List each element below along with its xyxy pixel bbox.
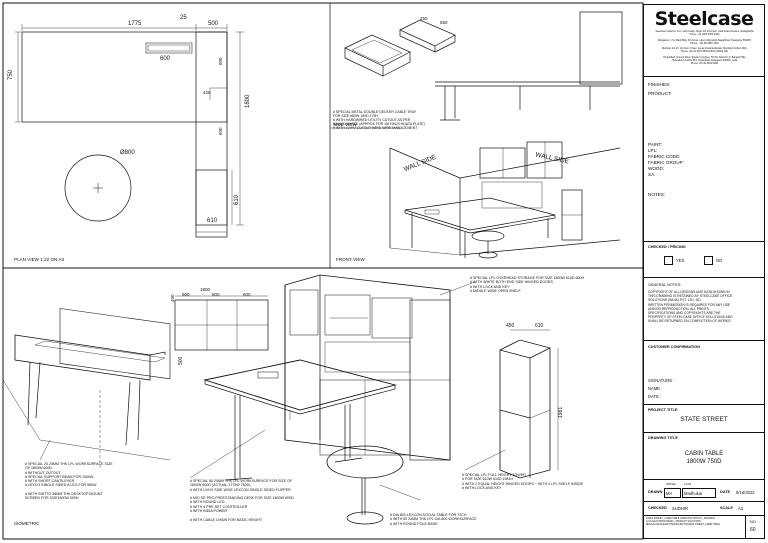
plan-dim-428: 428: [203, 90, 211, 95]
sheet-number: 60: [750, 527, 756, 533]
sa-label: SA:: [648, 172, 656, 177]
finishes-label: FINISHES:: [648, 82, 671, 87]
project-title: STATE STREET: [680, 416, 728, 423]
plan-view-geometry: [15, 24, 244, 238]
no-label: NO: [716, 258, 723, 263]
file-path: STATE STREET _CABIN TABLE VARIATION OPTI…: [646, 518, 720, 526]
last-label: LAST: [684, 482, 692, 486]
iso-dim-400: 400: [170, 294, 175, 302]
iso-dim-450: 450: [506, 323, 515, 329]
iso-dim-600c: 600: [243, 292, 251, 297]
plan-dim-610b: 610: [207, 218, 218, 224]
general-notes-text: COPYRIGHT OF ALL DESIGNS AND DATA SHOWN …: [648, 290, 733, 324]
front-view-geometry: [389, 141, 621, 259]
initial-label: INITIAL: [666, 482, 677, 486]
plan-dim-610: 610: [234, 194, 240, 205]
note-tower: # SPECIAL LPL FULL HEIGHT TOWER # FOR SI…: [462, 473, 583, 490]
product-label: PRODUCT:: [648, 91, 672, 96]
tower-geometry: [499, 329, 559, 479]
iso-dim-600b: 600: [212, 292, 220, 297]
signature-label: SIGNATURE :: [648, 378, 675, 383]
plan-dim-600b: 600: [218, 57, 223, 65]
customer-confirmation-section: CUSTOMER CONFIRMATION SIGNATURE : NAME :…: [644, 341, 764, 405]
plan-dim-750: 750: [8, 69, 14, 80]
iso-dim-1800: 1800: [200, 287, 211, 292]
finishes-section: FINISHES: PRODUCT: PAINT: LPL: FABRIC CO…: [644, 77, 764, 242]
file-path-row: STATE STREET _CABIN TABLE VARIATION OPTI…: [644, 516, 764, 538]
side-dim-250: 250: [420, 16, 428, 21]
project-title-label: PROJECT TITLE: [648, 408, 678, 412]
general-notes-section: GENERAL NOTES: COPYRIGHT OF ALL DESIGNS …: [644, 278, 764, 341]
hutch-geometry: [284, 274, 451, 461]
fabric-code-label: FABRIC CODE:: [648, 154, 681, 159]
side-view-label: SIDE VIEW: [333, 122, 357, 127]
note-desk: # SPECIAL 50 25MM THK LPL WORKSURFACE FO…: [190, 479, 294, 522]
general-notes-title: GENERAL NOTES:: [648, 283, 682, 287]
drawn-initial: MA: [666, 491, 673, 496]
checked-pricing-section: CHECKED / PRICING YES NO: [644, 242, 764, 278]
overhead-storage-plan: [174, 295, 269, 351]
checked-by: SUDHIR: [672, 506, 689, 511]
checked2-label: CHECKED: [648, 506, 667, 510]
date-label: DATE :: [648, 394, 662, 399]
name-label: NAME :: [648, 386, 663, 391]
note-round-table: # DIA 800 LEXCON SOCIAL TABLE FOR 72CH #…: [390, 513, 477, 526]
scale-value: A3: [738, 506, 744, 511]
scale-label: SCALE: [720, 506, 733, 510]
plan-dim-500: 500: [208, 21, 219, 27]
iso-dim-610: 610: [535, 323, 544, 329]
wood-label: WOOD:: [648, 166, 665, 171]
drawing-title-label: DRAWING TITLE: [648, 436, 678, 440]
checked-pricing-label: CHECKED / PRICING: [648, 245, 686, 249]
plan-view-label: PLAN VIEW 1:22 ON A3: [14, 257, 65, 262]
date2-label: DATE: [720, 490, 731, 494]
front-view-label: FRONT VIEW: [336, 257, 365, 262]
drawn-label: DRAWN: [648, 490, 663, 494]
round-table-geometry: [326, 445, 404, 525]
side-view-geometry: [330, 11, 623, 129]
plan-dim-600: 600: [160, 56, 171, 62]
drawing-title-line2: 1800W 750D: [686, 459, 722, 465]
lpl-label: LPL:: [648, 148, 658, 153]
sheet-no-label: NO: [750, 519, 756, 524]
drawing-date: 9/16/2022: [736, 490, 755, 495]
drawing-title-line1: CABIN TABLE: [684, 451, 724, 457]
drawn-last: Madhukar: [684, 491, 703, 496]
plan-dim-1775: 1775: [128, 21, 142, 27]
plan-dim-dia800: Ø800: [120, 150, 135, 156]
paint-label: PAINT:: [648, 142, 662, 147]
isometric-label: ISOMETRIC: [14, 521, 40, 526]
note-workstation: # SPECIAL 25 25MM THK LPL WORKSURFACE SI…: [25, 462, 113, 501]
yes-label: YES: [676, 258, 685, 263]
workstation-geometry: [2, 308, 171, 470]
no-checkbox[interactable]: [704, 256, 713, 265]
steelcase-logo: Steelcase: [654, 8, 754, 30]
office-addresses: Steelcase India Pvt. Ltd., Gold Coast, T…: [655, 30, 754, 65]
drawn-row: DRAWN INITIAL LAST MA Madhukar DATE 9/16…: [644, 480, 764, 502]
plan-dim-600c: 600: [218, 127, 223, 135]
iso-dim-600a: 600: [182, 292, 190, 297]
customer-confirmation-label: CUSTOMER CONFIRMATION: [648, 345, 700, 349]
note-overhead-storage: # SPECIAL LPL OVERHEAD STORAGE FOR SIZE …: [470, 276, 585, 293]
yes-checkbox[interactable]: [664, 256, 673, 265]
iso-dim-500: 500: [178, 356, 184, 365]
side-dim-550: 550: [440, 20, 448, 25]
checked-row: CHECKED SUDHIR SCALE A3: [644, 502, 764, 516]
title-block: Steelcase Steelcase India Pvt. Ltd., Gol…: [643, 4, 765, 539]
fabric-group-label: FABRIC GROUP:: [648, 160, 684, 165]
notes-label: NOTES:: [648, 192, 666, 197]
title-block-logo-section: Steelcase Steelcase India Pvt. Ltd., Gol…: [644, 5, 764, 77]
plan-dim-1800: 1800: [245, 94, 251, 108]
drawing-title-section: DRAWING TITLE CABIN TABLE 1800W 750D: [644, 433, 764, 480]
desk-geometry: [203, 359, 397, 481]
side-view-notes: # SPECIAL METAL DOUBLE DECKER CABLE TRAY…: [333, 110, 425, 130]
project-title-section: PROJECT TITLE STATE STREET: [644, 405, 764, 433]
iso-dim-1981: 1981: [558, 406, 564, 418]
plan-dim-25: 25: [180, 15, 187, 21]
